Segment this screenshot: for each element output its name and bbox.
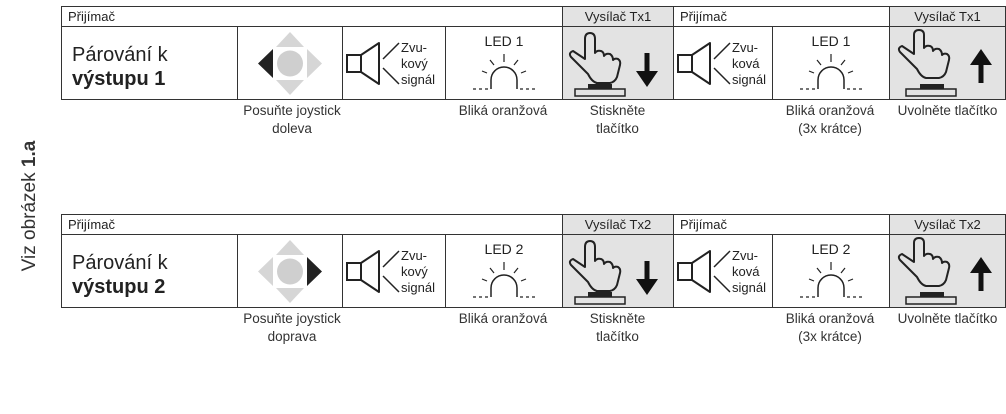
header-row: Přijímač Vysílač Tx1 Přijímač Vysílač Tx…: [61, 6, 1006, 28]
pairing-title-line2: výstupu 2: [72, 276, 166, 298]
caption-release: Uvolněte tlačítko: [897, 311, 998, 326]
release-hand-icon: [897, 29, 992, 97]
caption-led-blink-3x: Bliká oranžová(3x krátce): [785, 311, 875, 344]
caption-led-blink: Bliká oranžová: [458, 103, 548, 118]
led-label: LED 1: [484, 33, 524, 49]
side-label-prefix: Viz obrázek: [19, 167, 40, 272]
led-label: LED 1: [811, 33, 851, 49]
speaker-icon: [677, 42, 731, 85]
header-receiver: Přijímač: [61, 6, 562, 27]
header-transmitter: Vysílač Tx2: [562, 214, 673, 235]
led-cell: LED 2: [445, 235, 562, 308]
header-transmitter: Vysílač Tx1: [889, 6, 1006, 27]
led-blink-icon: [473, 54, 536, 90]
header-row: Přijímač Vysílač Tx2 Přijímač Vysílač Tx…: [61, 214, 1006, 236]
pairing-title-line1: Párování k: [72, 44, 168, 66]
led-label: LED 2: [484, 241, 524, 257]
press-hand-icon: [568, 32, 658, 97]
led-blink-icon: [800, 54, 863, 90]
pairing-block-2: Přijímač Vysílač Tx2 Přijímač Vysílač Tx…: [61, 214, 1006, 414]
led-cell: LED 2: [772, 235, 889, 308]
header-receiver: Přijímač: [673, 214, 889, 235]
pairing-block-1: Přijímač Vysílač Tx1 Přijímač Vysílač Tx…: [61, 6, 1006, 206]
caption-led-blink-3x: Bliká oranžová(3x krátce): [785, 103, 875, 136]
press-button-cell: [562, 27, 673, 100]
led-blink-icon: [800, 262, 863, 298]
led-label: LED 2: [811, 241, 851, 257]
press-hand-icon: [568, 240, 658, 305]
pairing-title-line1: Párování k: [72, 252, 168, 274]
caption-led-blink: Bliká oranžová: [458, 311, 548, 326]
header-receiver: Přijímač: [61, 214, 562, 235]
press-button-cell: [562, 235, 673, 308]
header-receiver: Přijímač: [673, 6, 889, 27]
joystick-left-icon: [258, 32, 322, 95]
header-transmitter: Vysílač Tx2: [889, 214, 1006, 235]
led-blink-icon: [473, 262, 536, 298]
pairing-title-line2: výstupu 1: [72, 68, 166, 90]
speaker-icon: [677, 250, 731, 293]
release-button-cell: [889, 27, 1006, 100]
joystick-right-icon: [258, 240, 322, 303]
side-label-figure: 1.a: [19, 140, 40, 168]
led-cell: LED 1: [772, 27, 889, 100]
release-button-cell: [889, 235, 1006, 308]
joystick-cell: [237, 27, 342, 100]
header-transmitter: Vysílač Tx1: [562, 6, 673, 27]
joystick-cell: [237, 235, 342, 308]
release-hand-icon: [897, 237, 992, 305]
caption-release: Uvolněte tlačítko: [897, 103, 998, 118]
led-cell: LED 1: [445, 27, 562, 100]
speaker-icon: [346, 42, 400, 85]
speaker-icon: [346, 250, 400, 293]
side-label-text: Viz obrázek 1.a: [19, 141, 41, 272]
